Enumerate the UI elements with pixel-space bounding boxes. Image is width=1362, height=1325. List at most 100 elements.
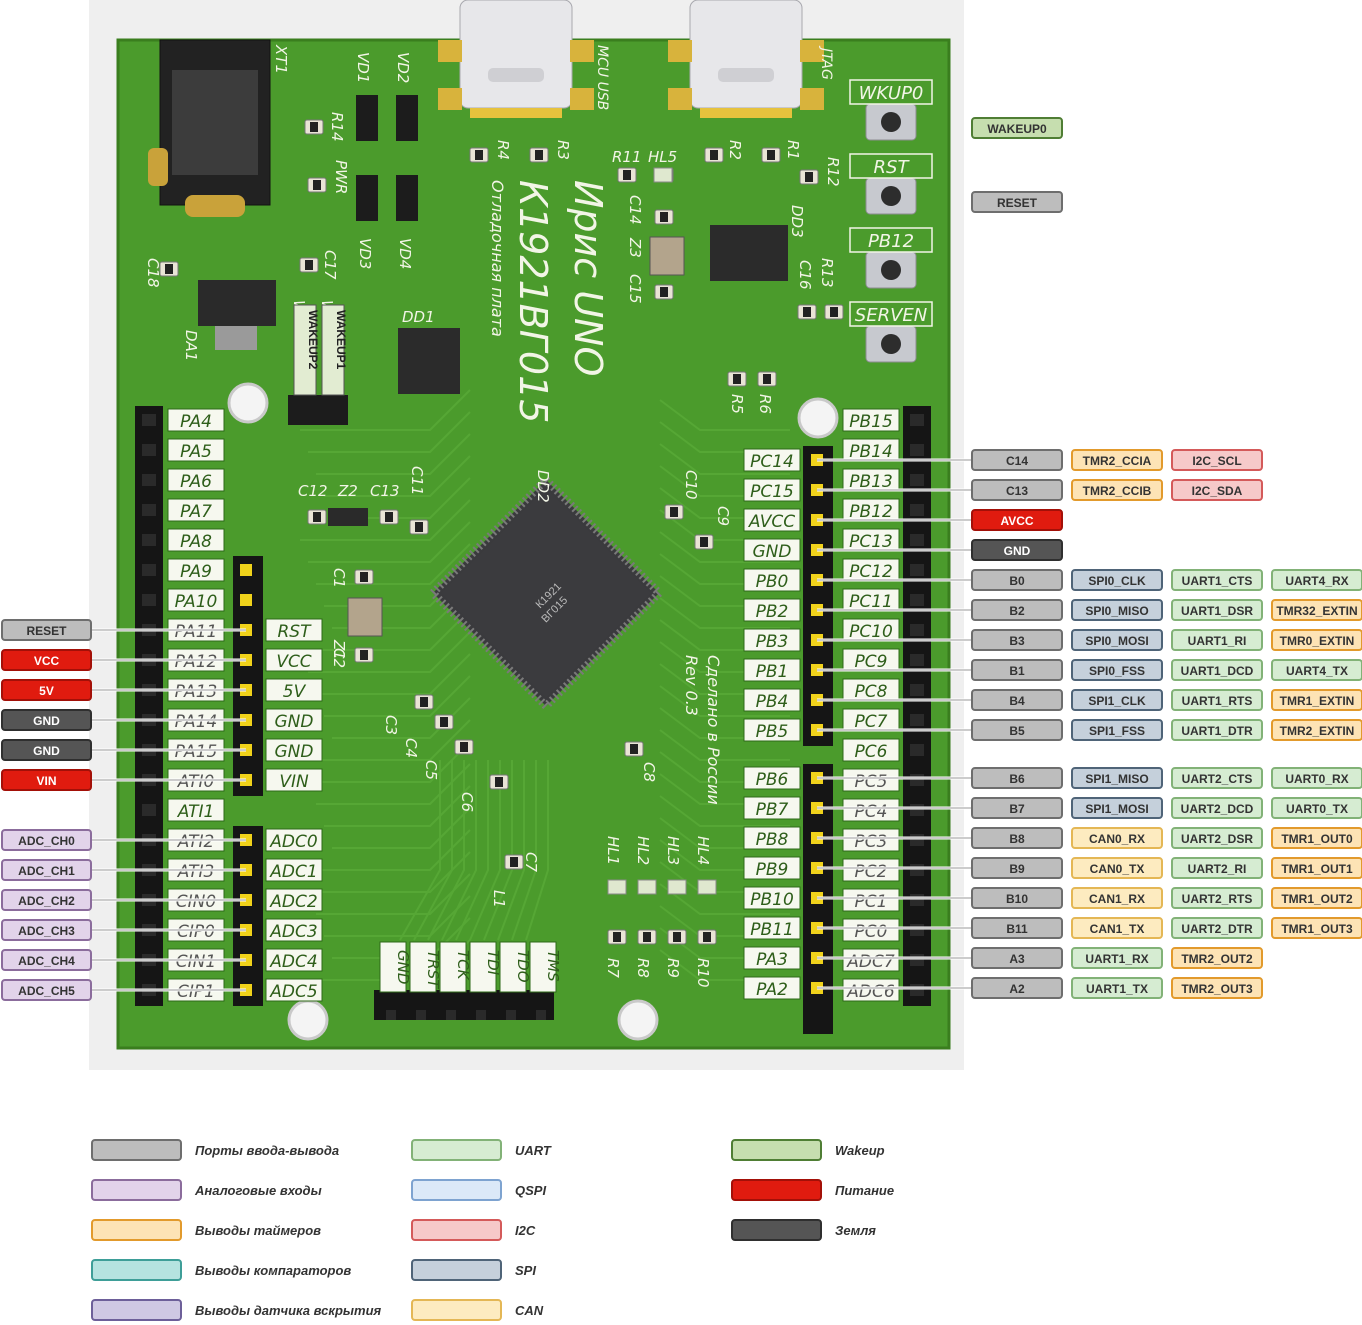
right-outer-pin-0-box [842,408,900,432]
button-label-1: RST [874,157,911,178]
right-outer-pin-3: PB12 [849,502,893,522]
right-tag-15-1: CAN1_TX [1090,922,1145,936]
board-made-in: Сделано в России [704,655,723,805]
pcb-trace [441,760,477,941]
right-inner-pin-7: PB1 [756,662,789,682]
right-tag-7-0-box [971,659,1063,681]
legend-label-comparator: Выводы компараторов [195,1263,351,1278]
tactile-button-cap [881,260,901,280]
left-outer-pin-6-box [167,588,225,612]
right-outer-header [903,406,931,1006]
left-outer-pin-0-box [167,408,225,432]
mounting-hole [617,999,659,1041]
designator-37: C2 [330,648,348,668]
usb-jtag-connector-pad [668,88,692,110]
pcb-trace [316,653,471,695]
header-pin [910,894,924,906]
right-tag-11-1-box [1071,797,1163,819]
diode [356,95,378,141]
smd-body [310,122,318,132]
header-pin [142,414,156,426]
jtag-pin-box [379,941,407,993]
button-silk-box [849,301,933,327]
left-inner-pin-10-box [265,948,323,972]
pcb-trace [308,521,471,563]
right-inner-pin-17-box [743,976,801,1000]
right-inner-pin-14-box [743,886,801,910]
legend-swatch-analog [91,1179,182,1201]
right-tag-0-2-box [1171,449,1263,471]
button-silk-box [849,153,933,179]
designator-1: VD1 [354,52,372,83]
right-inner-pin-0-box [743,448,801,472]
pcb-trace [659,531,790,563]
board-revision: Rev 0.3 [682,655,701,716]
right-tag-5-3-box [1271,599,1362,621]
left-outer-pin-1-box [167,438,225,462]
right-inner-pin-10-box [743,766,801,790]
right-tag-7-1: SPI0_FSS [1089,664,1145,678]
right-tag-0-1: TMR2_CCIA [1083,454,1152,468]
left-tag-1: VCC [34,654,60,668]
left-inner-pin-9-box [265,918,323,942]
designator-17: R13 [818,258,836,288]
right-tag-1-2: I2C_SDA [1192,484,1243,498]
smd-body [305,260,313,270]
right-tag-10-1: SPI1_MISO [1085,772,1148,786]
header-pin [910,774,924,786]
header-pin [446,1010,456,1020]
smd-body [763,374,771,384]
smd-body [415,522,423,532]
right-inner-pin-9: PB5 [756,722,789,742]
usb-mcu-connector-pad [570,88,594,110]
pcb-trace [659,597,790,629]
header-pin [910,594,924,606]
usb-jtag-connector-port [718,68,774,82]
legend-label-i2c: I2C [515,1223,536,1238]
left-inner-pin-1: VCC [276,652,311,672]
right-tag-9-0-box [971,719,1063,741]
right-inner-pin-9-box [743,718,801,742]
designator-34: C9 [714,506,732,526]
right-tag-6-2: UART1_RI [1188,634,1247,648]
dc-jack-tab [148,148,168,186]
right-tag-7-2-box [1171,659,1263,681]
right-outer-pin-18-box [842,948,900,972]
legend-swatch-qspi [411,1179,502,1201]
right-outer-pin-15-box [842,858,900,882]
header-pin [910,624,924,636]
right-outer-pin-5: PC12 [849,562,893,582]
jumper-label-wakeup1: WAKEUP1 [334,310,348,370]
right-inner-pin-16: PA3 [756,950,788,970]
right-tag-15-3: TMR1_OUT3 [1281,922,1353,936]
button-tag-0-box [971,117,1063,139]
pcb-trace [332,697,471,739]
designator-26: R5 [728,394,746,414]
smd-body [440,717,448,727]
board-title: Ирис UNO [566,180,610,376]
legend-label-can: CAN [515,1303,544,1318]
pcb-trace [300,829,471,871]
designator-48: HL4 [694,836,712,865]
right-outer-pin-18: ADC7 [846,952,895,972]
usb-jtag-label: JTAG [818,45,834,80]
pcb-trace [316,433,471,475]
right-tag-17-1: UART1_TX [1086,982,1148,996]
button-label-3: SERVEN [855,305,927,326]
right-tag-3-0: GND [1004,544,1031,558]
designator-35: C1 [330,568,348,588]
header-pin [910,924,924,936]
mounting-hole [797,397,839,439]
right-tag-7-1-box [1071,659,1163,681]
right-inner-pin-13: PB9 [756,860,789,880]
right-tag-4-0-box [971,569,1063,591]
right-inner-pin-6: PB3 [756,632,789,652]
voltage-regulator-tab [215,326,257,350]
dd1-chip [398,328,460,394]
right-tag-13-1: CAN0_TX [1090,862,1145,876]
right-tag-5-0: B2 [1009,604,1025,618]
designator-36: Z1 [330,639,348,660]
designator-38: C3 [382,715,400,735]
header-pin [142,534,156,546]
left-inner-header-bottom [233,826,263,1006]
